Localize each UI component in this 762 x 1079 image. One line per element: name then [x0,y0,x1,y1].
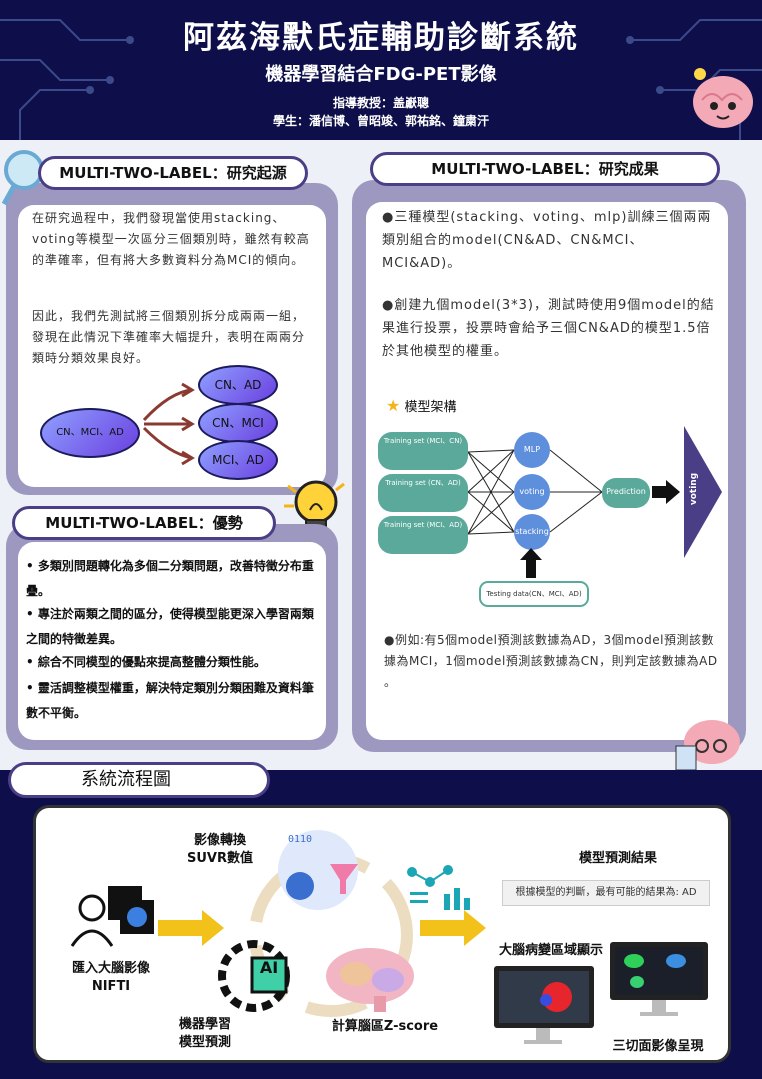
advantage-item-3: • 綜合不同模型的優點來提高整體分類性能。 [26,655,266,669]
result-label: 模型預測結果 [578,851,657,866]
ai-chip-icon [218,940,290,1012]
split-arrows [142,382,195,466]
advisor-text: 指導教授：盖巚聰 [332,96,429,110]
voting-example-text: ●例如:有5個model預測該數據為AD，3個model預測該數據為MCI，1個… [384,633,718,689]
origin-paragraph-1: 在研究過程中，我們發現當使用stacking、voting等模型一次區分三個類別… [32,211,310,267]
poster-header: 阿茲海默氏症輔助診斷系統 機器學習結合FDG-PET影像 指導教授：盖巚聰 學生… [0,0,762,140]
advantage-item-2: • 專注於兩類之間的區分，使得模型能更深入學習兩類之間的特徵差異。 [26,607,314,646]
results-paragraph-2: ●創建九個model(3*3)，測試時使用9個model的結果進行投票，投票時會… [382,298,715,359]
prediction-box [602,478,650,508]
oval-cn-mci: CN、MCI [198,403,278,443]
ml-label: 機器學習模型預測 [178,1017,231,1050]
zscore-label: 計算腦區Z-score [331,1019,439,1034]
origin-paragraph-2: 因此，我們先測試將三個類別拆分成兩兩一組，發現在此情況下準確率大幅提升，表明在兩… [32,309,306,365]
advantage-item-1: • 多類別問題轉化為多個二分類問題，改善特徵分布重疊。 [26,559,314,598]
three-view-label: 三切面影像呈現 [612,1039,704,1054]
advantages-heading: MULTI-TWO-LABEL：優勢 [12,506,276,540]
star-icon: ★ [386,396,401,415]
brain-mascot-icon [693,68,753,128]
region-monitor [494,966,594,1028]
advantages-panel [6,524,338,750]
three-view-monitor [610,942,708,1000]
node-voting [514,474,550,510]
flow-arrow-1 [158,910,224,946]
poster-subtitle: 機器學習結合FDG-PET影像 [265,64,497,85]
origin-heading: MULTI-TWO-LABEL：研究起源 [38,156,308,190]
advantages-content [18,542,326,740]
advantage-item-4: • 靈活調整模型權重，解決特定類別分類困難及資料筆數不平衡。 [26,681,314,720]
results-heading: MULTI-TWO-LABEL：研究成果 [370,152,720,186]
brain-icon [326,948,414,1012]
brain-reading-icon [675,720,740,771]
model-label-voting: voting [519,487,545,496]
architecture-title: ★ 模型架構 [386,396,457,415]
training-set-cn-ad [378,474,468,512]
region-label: 大腦病變區域顯示 [498,943,603,958]
right-arrow-icon [666,480,680,504]
oval-cn-ad: CN、AD [198,365,278,405]
user-icon [70,886,154,947]
node-mlp [514,432,550,468]
ai-chip-text: AI [259,958,279,977]
data-conversion-icon: 0110 [278,830,358,910]
results-content [366,202,728,740]
model-label-mlp: MLP [523,445,541,454]
students-text: 學生：潘信博、曾昭竣、郭祐銘、鐘粛汗 [272,114,489,128]
magnifier-icon [2,150,44,206]
training-set-mci-ad [378,516,468,554]
model-label-stacking: stacking [515,527,549,536]
train-label-1: Training set (MCI、CN) [383,437,463,445]
analytics-icon [407,865,470,910]
svg-text:0110: 0110 [288,834,312,845]
voting-output-shape [684,426,722,558]
results-paragraph-1: ●三種模型(stacking、voting、mlp)訓練三個兩兩類別組合的mod… [382,210,712,271]
up-arrow-icon [520,548,542,560]
train-label-3: Training set (MCI、AD) [383,521,463,529]
testing-data-label: Testing data(CN、MCI、AD) [486,590,582,598]
oval-all-classes: CN、MCI、AD [40,408,140,458]
train-label-2: Training set (CN、AD) [385,479,461,487]
prediction-label: Prediction [606,487,646,496]
result-output-box: 根據模型的判斷，最有可能的結果為: AD [502,880,710,906]
oval-mci-ad: MCI、AD [198,440,278,480]
flow-arrow-2 [420,910,486,946]
poster-title: 阿茲海默氏症輔助診斷系統 [183,20,579,56]
model-architecture-diagram [378,426,722,607]
flow-heading: 系統流程圖 [8,762,270,798]
node-stacking [514,514,550,550]
voting-output-label: voting [689,472,699,506]
training-set-mci-cn [378,432,468,470]
testing-data-box [479,581,589,607]
